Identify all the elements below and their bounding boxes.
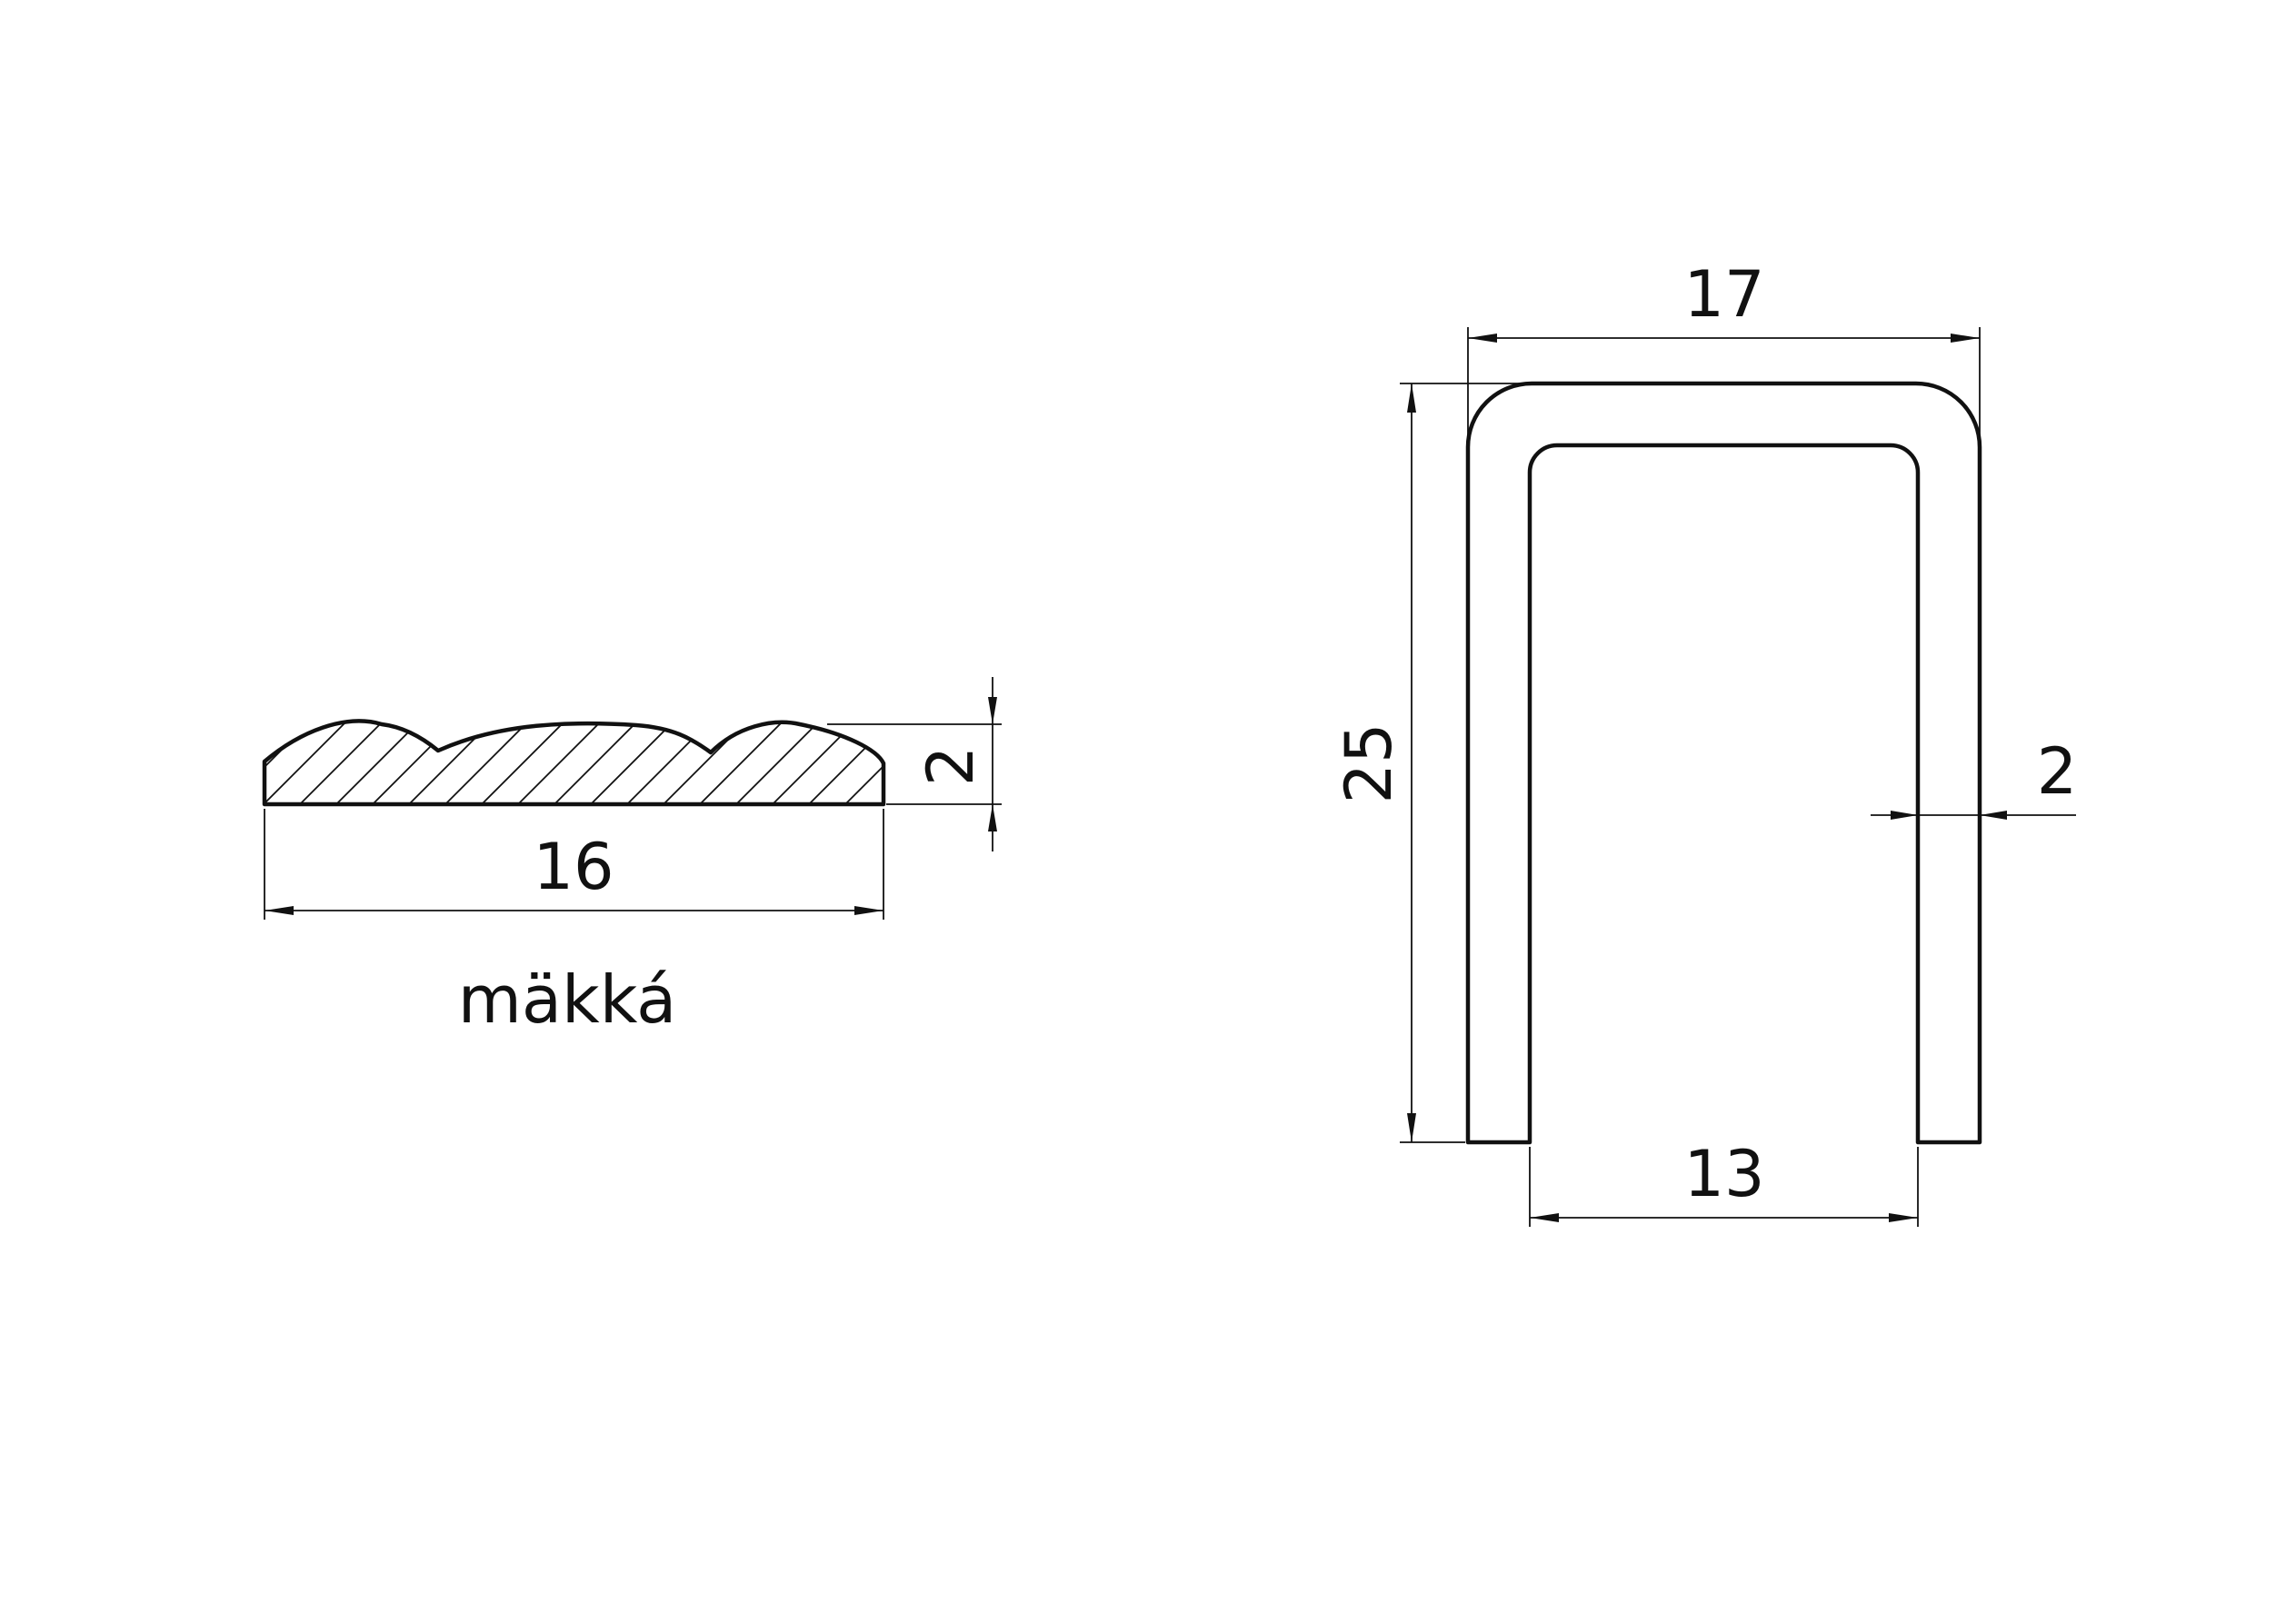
u-outer-width-dimension bbox=[1467, 327, 1981, 443]
flat-thickness-label: 2 bbox=[913, 746, 988, 787]
u-profile-outline bbox=[1465, 381, 1982, 1145]
flat-width-label: 16 bbox=[533, 830, 614, 904]
flat-material-label: mäkká bbox=[458, 961, 677, 1038]
flat-profile bbox=[262, 719, 886, 807]
flat-thickness-dimension bbox=[827, 677, 1002, 851]
u-inner-width-label: 13 bbox=[1683, 1137, 1764, 1211]
u-outer-width-label: 17 bbox=[1683, 257, 1764, 332]
flat-width-dimension bbox=[264, 809, 884, 920]
u-profile bbox=[1465, 381, 1982, 1145]
flat-profile-outline bbox=[262, 719, 886, 807]
u-wall-label: 2 bbox=[2037, 734, 2078, 809]
u-height-label: 25 bbox=[1332, 722, 1406, 803]
u-height-dimension bbox=[1400, 383, 1527, 1143]
u-wall-dimension bbox=[1871, 811, 2076, 820]
u-inner-width-dimension bbox=[1529, 1147, 1919, 1227]
